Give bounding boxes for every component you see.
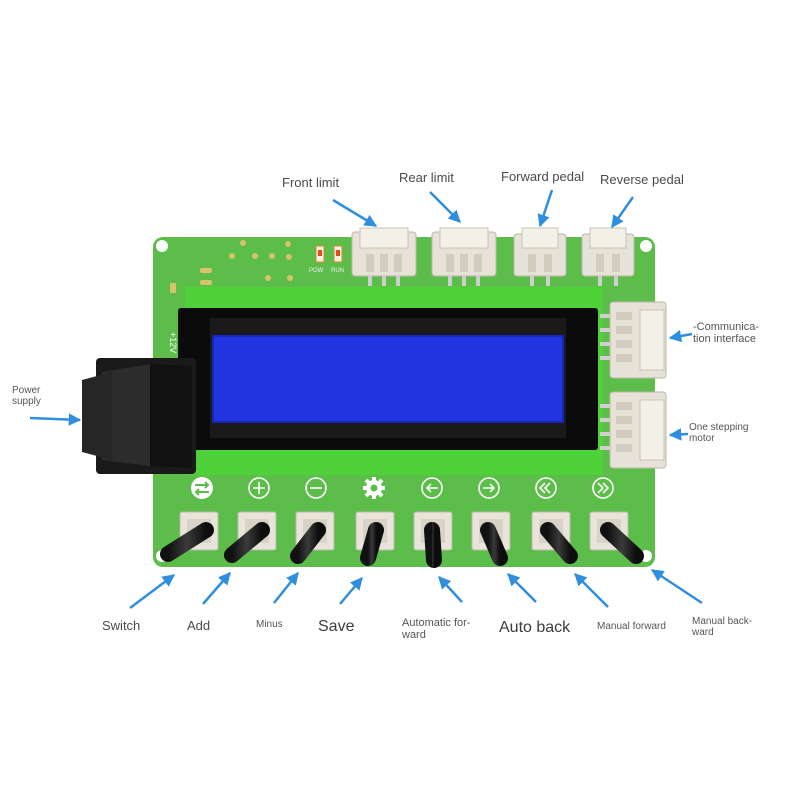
forward-pedal-arrow xyxy=(537,189,554,228)
reverse-pedal-arrow xyxy=(610,196,635,229)
swap-icon xyxy=(191,477,213,499)
add-arrow xyxy=(202,572,231,605)
manual-forward-label: Manual forward xyxy=(597,621,666,632)
manual-backward-label-line1: Manual back- xyxy=(692,616,753,627)
power-supply-label: Power supply xyxy=(12,385,41,407)
save-button[interactable] xyxy=(355,511,395,566)
manual-forward-button[interactable] xyxy=(531,511,578,564)
communication-interface-label: -Communica- tion interface xyxy=(693,321,760,345)
minus-button[interactable] xyxy=(290,511,335,564)
communication-interface-label-line1: -Communica- xyxy=(693,321,760,333)
minus-label: Minus xyxy=(256,619,283,630)
power-supply-label-line2: supply xyxy=(12,395,41,407)
callout-arrows xyxy=(29,189,703,609)
automatic-forward-label: Automatic for- ward xyxy=(402,617,471,641)
power-supply-label-line1: Power xyxy=(12,385,41,396)
arrow-right-icon xyxy=(478,477,500,499)
switch-button[interactable] xyxy=(160,511,219,562)
manual-backward-label: Manual back- ward xyxy=(692,616,753,638)
power-rocker-switch[interactable] xyxy=(82,358,196,474)
manual-backward-button[interactable] xyxy=(589,511,644,564)
rewind-icon xyxy=(535,477,557,499)
add-label: Add xyxy=(187,618,211,633)
communication-interface-arrow xyxy=(668,329,693,343)
reverse-pedal-connector xyxy=(581,227,635,286)
switch-arrow xyxy=(129,574,175,609)
automatic-forward-label-line2: ward xyxy=(402,628,426,641)
fast-forward-icon xyxy=(592,477,614,499)
mounting-hole xyxy=(156,240,168,252)
front-limit-connector xyxy=(351,227,417,286)
rear-limit-connector xyxy=(431,227,497,286)
front-limit-arrow xyxy=(332,198,378,228)
gear-icon xyxy=(363,477,385,499)
forward-pedal-connector xyxy=(513,227,567,286)
rear-limit-label: Rear limit xyxy=(399,170,454,185)
mounting-hole xyxy=(640,240,652,252)
automatic-forward-label-line1: Automatic for- xyxy=(402,617,471,629)
stepping-motor-arrow xyxy=(668,428,689,441)
automatic-forward-button[interactable] xyxy=(413,511,453,568)
add-button[interactable] xyxy=(224,511,277,563)
front-limit-label: Front limit xyxy=(282,175,340,190)
arrow-left-icon xyxy=(421,477,443,499)
save-arrow xyxy=(339,577,363,605)
power-supply-arrow xyxy=(29,413,82,426)
communication-interface-connector xyxy=(600,301,667,379)
switch-label: Switch xyxy=(102,618,141,633)
minus-arrow xyxy=(273,572,299,604)
auto-back-button[interactable] xyxy=(471,511,511,566)
manual-backward-arrow xyxy=(650,568,703,605)
save-label: Save xyxy=(318,618,355,635)
automatic-forward-arrow xyxy=(438,576,463,603)
minus-icon xyxy=(305,477,327,499)
voltage-silkscreen: +12V xyxy=(168,332,178,353)
auto-back-arrow xyxy=(507,573,537,603)
stepping-motor-connector xyxy=(600,391,667,469)
reverse-pedal-label: Reverse pedal xyxy=(600,172,684,187)
forward-pedal-label: Forward pedal xyxy=(501,169,585,184)
solder-pads xyxy=(170,240,293,293)
one-stepping-motor-label-line2: motor xyxy=(689,432,715,444)
one-stepping-motor-label: One stepping motor xyxy=(689,422,749,444)
plus-icon xyxy=(248,477,270,499)
communication-interface-label-line2: tion interface xyxy=(693,332,756,345)
manual-forward-arrow xyxy=(574,573,609,608)
pow-silkscreen: POW xyxy=(309,268,324,274)
auto-back-label: Auto back xyxy=(499,619,571,636)
run-silkscreen: RUN xyxy=(331,268,344,274)
rear-limit-arrow xyxy=(429,191,461,223)
one-stepping-motor-label-line1: One stepping xyxy=(689,422,749,433)
manual-backward-label-line2: ward xyxy=(692,626,714,638)
lcd-screen xyxy=(213,336,563,422)
